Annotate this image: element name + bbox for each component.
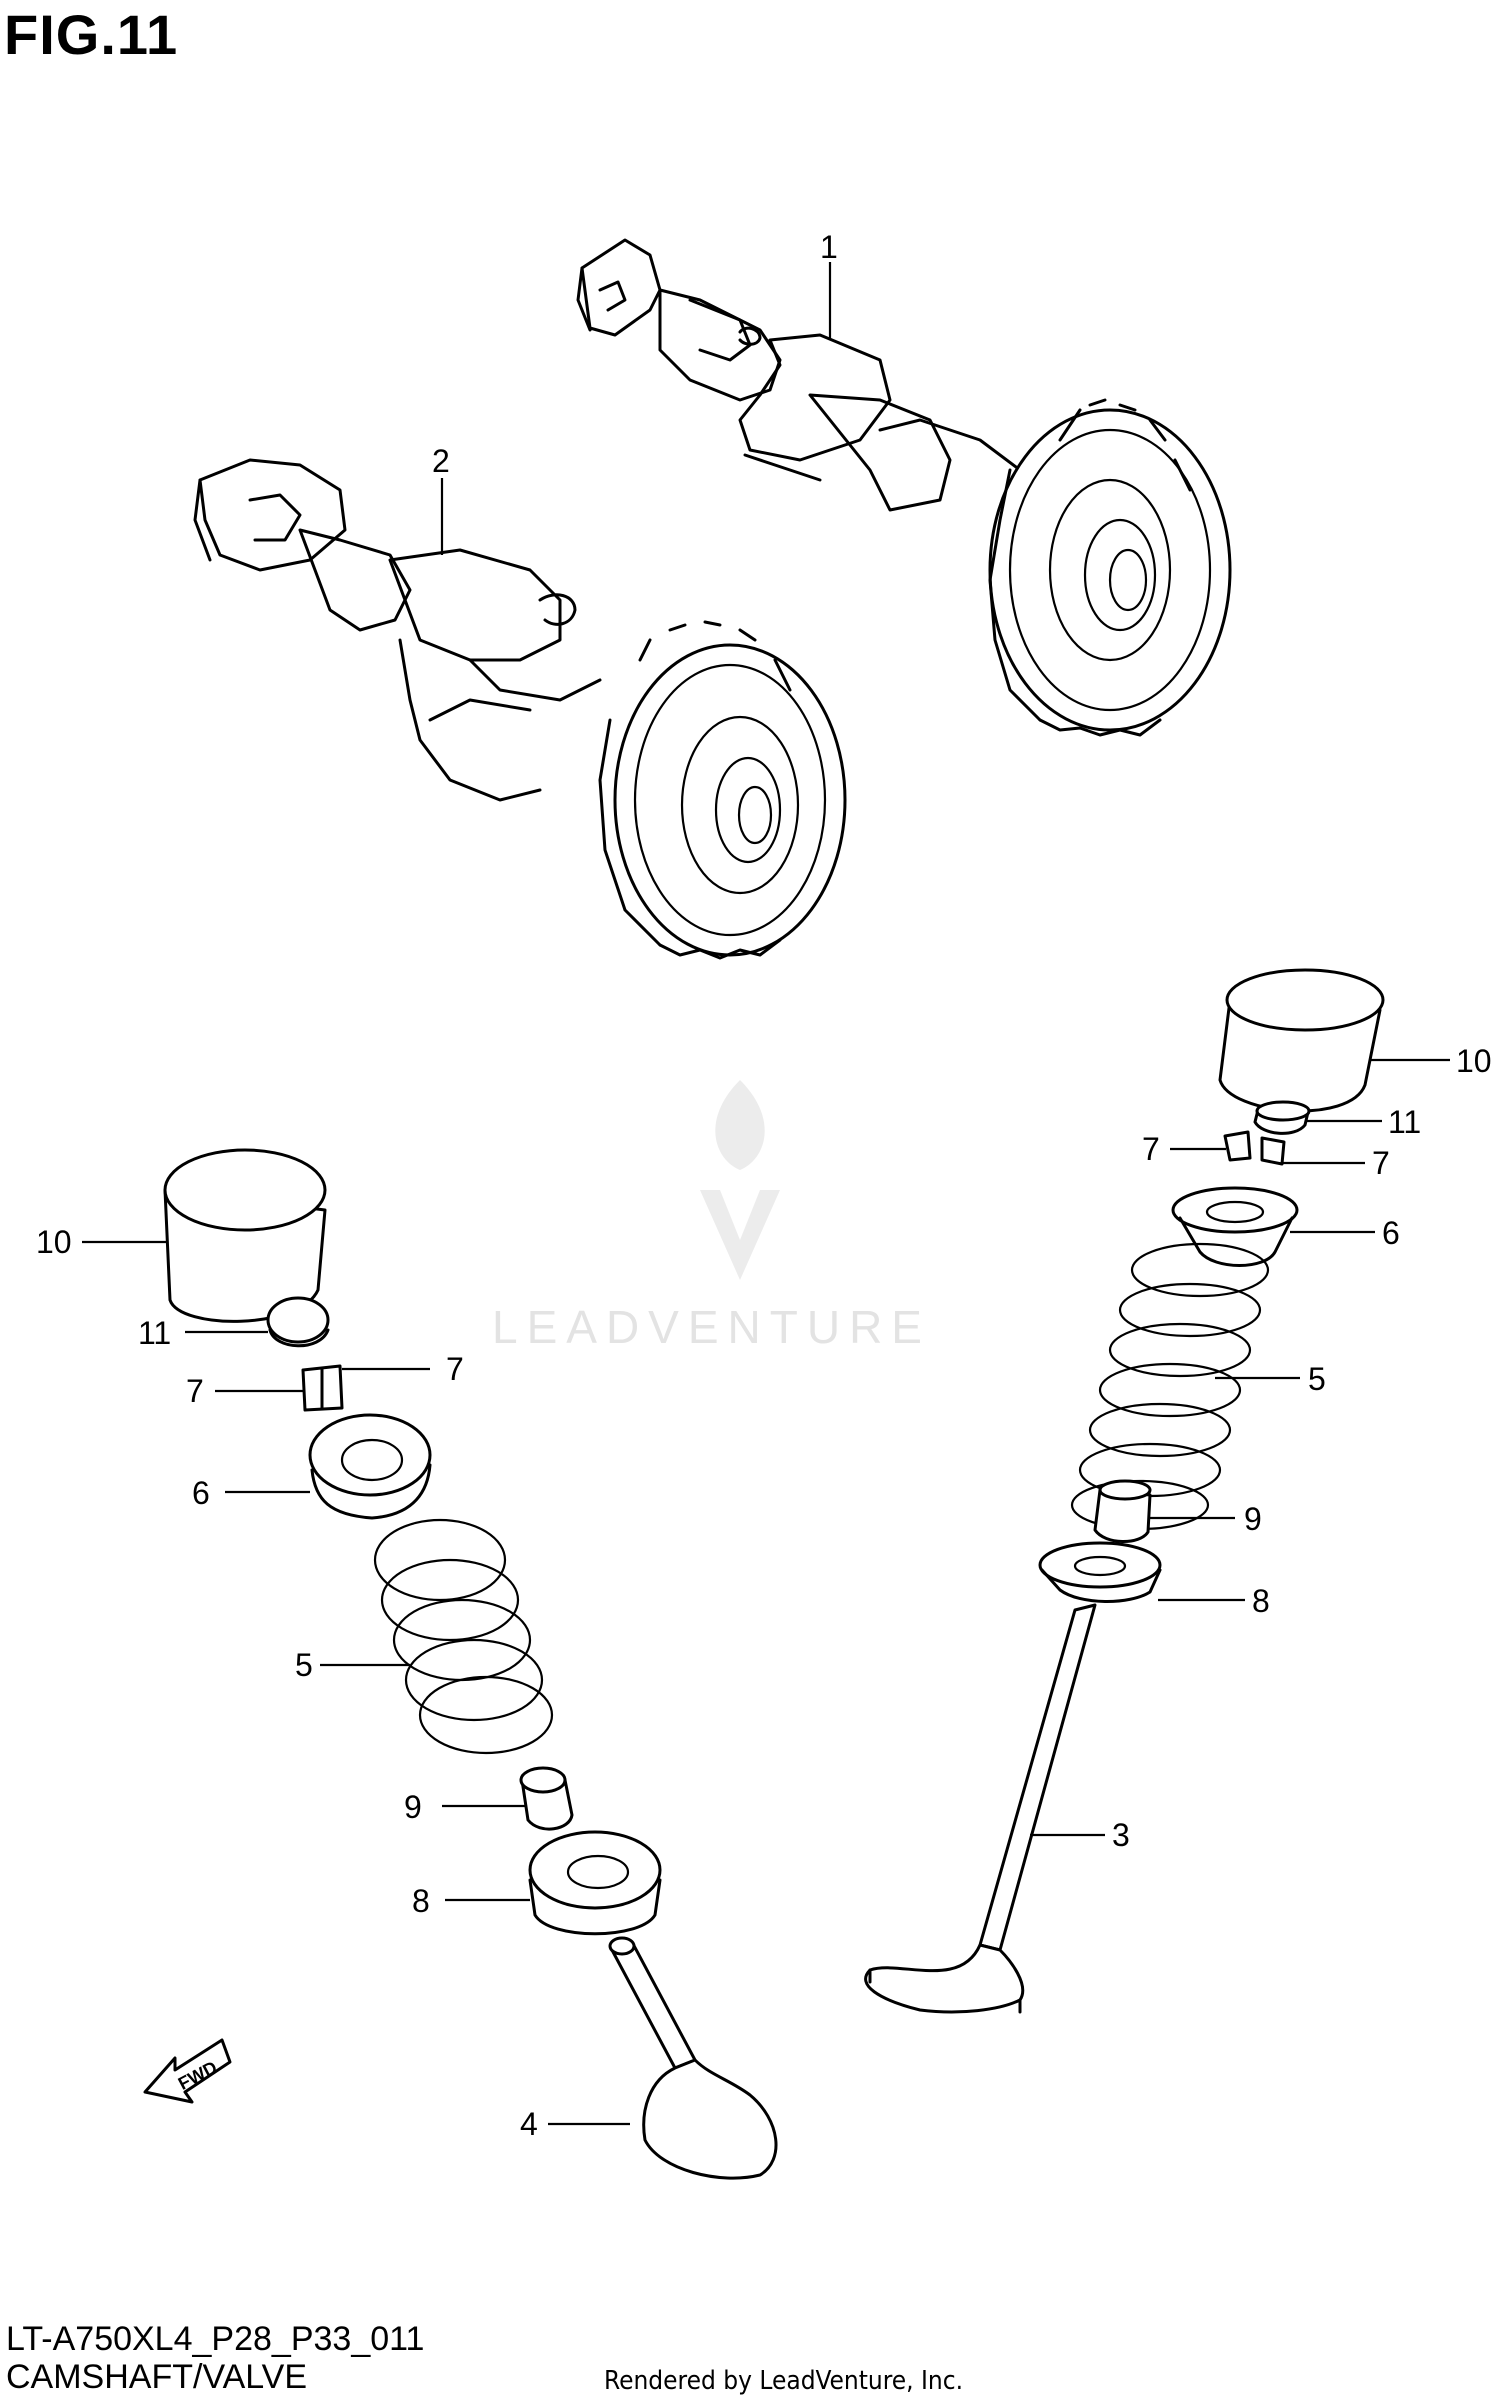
seal-9-right: [1093, 1479, 1152, 1543]
callout-10-left: 10: [36, 1224, 72, 1260]
camshaft-1: [576, 238, 1232, 737]
shim-11-right: [1253, 1100, 1311, 1135]
seal-9-left: [519, 1766, 574, 1831]
watermark-text: LEADVENTURE: [492, 1301, 931, 1353]
callout-5-left: 5: [295, 1647, 313, 1683]
callout-1: 1: [820, 229, 838, 265]
cotters-7-right: [1223, 1130, 1286, 1166]
callout-11-right: 11: [1388, 1104, 1421, 1140]
tappet-10-right: [1218, 968, 1385, 1113]
callout-6-right: 6: [1382, 1215, 1400, 1251]
spring-5-left: [373, 1518, 554, 1755]
callout-6-left: 6: [192, 1475, 210, 1511]
callout-11-left: 11: [138, 1315, 171, 1351]
watermark: LEADVENTURE: [492, 1080, 931, 1353]
callout-3: 3: [1112, 1817, 1130, 1853]
camshaft-2: [193, 458, 847, 960]
callout-5-right: 5: [1308, 1361, 1326, 1397]
leader-lines: [82, 262, 1450, 2126]
valve-4: [608, 1936, 778, 2180]
figure-code: LT-A750XL4_P28_P33_011: [6, 2320, 425, 2358]
fwd-arrow: FWD: [143, 2038, 232, 2104]
rendered-by-credit: Rendered by LeadVenture, Inc.: [604, 2366, 964, 2396]
callout-7-left-b: 7: [446, 1351, 464, 1387]
callout-4: 4: [520, 2106, 538, 2142]
callout-10-right: 10: [1456, 1043, 1492, 1079]
tappet-10-left: [163, 1148, 327, 1323]
callout-9-right: 9: [1244, 1501, 1262, 1537]
retainer-6-left: [308, 1413, 432, 1520]
callout-8-right: 8: [1252, 1583, 1270, 1619]
seat-8-left: [528, 1830, 662, 1936]
callouts: 1 2 3 4 5 5 6 6 7 7 7 7 8 8 9 9 10 10 11…: [36, 229, 1492, 2142]
callout-8-left: 8: [412, 1883, 430, 1919]
callout-2: 2: [432, 443, 450, 479]
callout-7-right-b: 7: [1372, 1145, 1390, 1181]
seat-8-right: [1038, 1541, 1162, 1603]
shim-11-left: [266, 1296, 330, 1348]
spring-5-right: [1070, 1242, 1270, 1531]
callout-9-left: 9: [404, 1789, 422, 1825]
figure-name: CAMSHAFT/VALVE: [6, 2358, 308, 2396]
callout-7-left-a: 7: [186, 1373, 204, 1409]
cotters-7-left: [301, 1364, 344, 1412]
figure-title: FIG.11: [4, 3, 179, 66]
valve-3: [864, 1603, 1097, 2014]
callout-7-right-a: 7: [1142, 1131, 1160, 1167]
retainer-6-right: [1171, 1186, 1299, 1267]
